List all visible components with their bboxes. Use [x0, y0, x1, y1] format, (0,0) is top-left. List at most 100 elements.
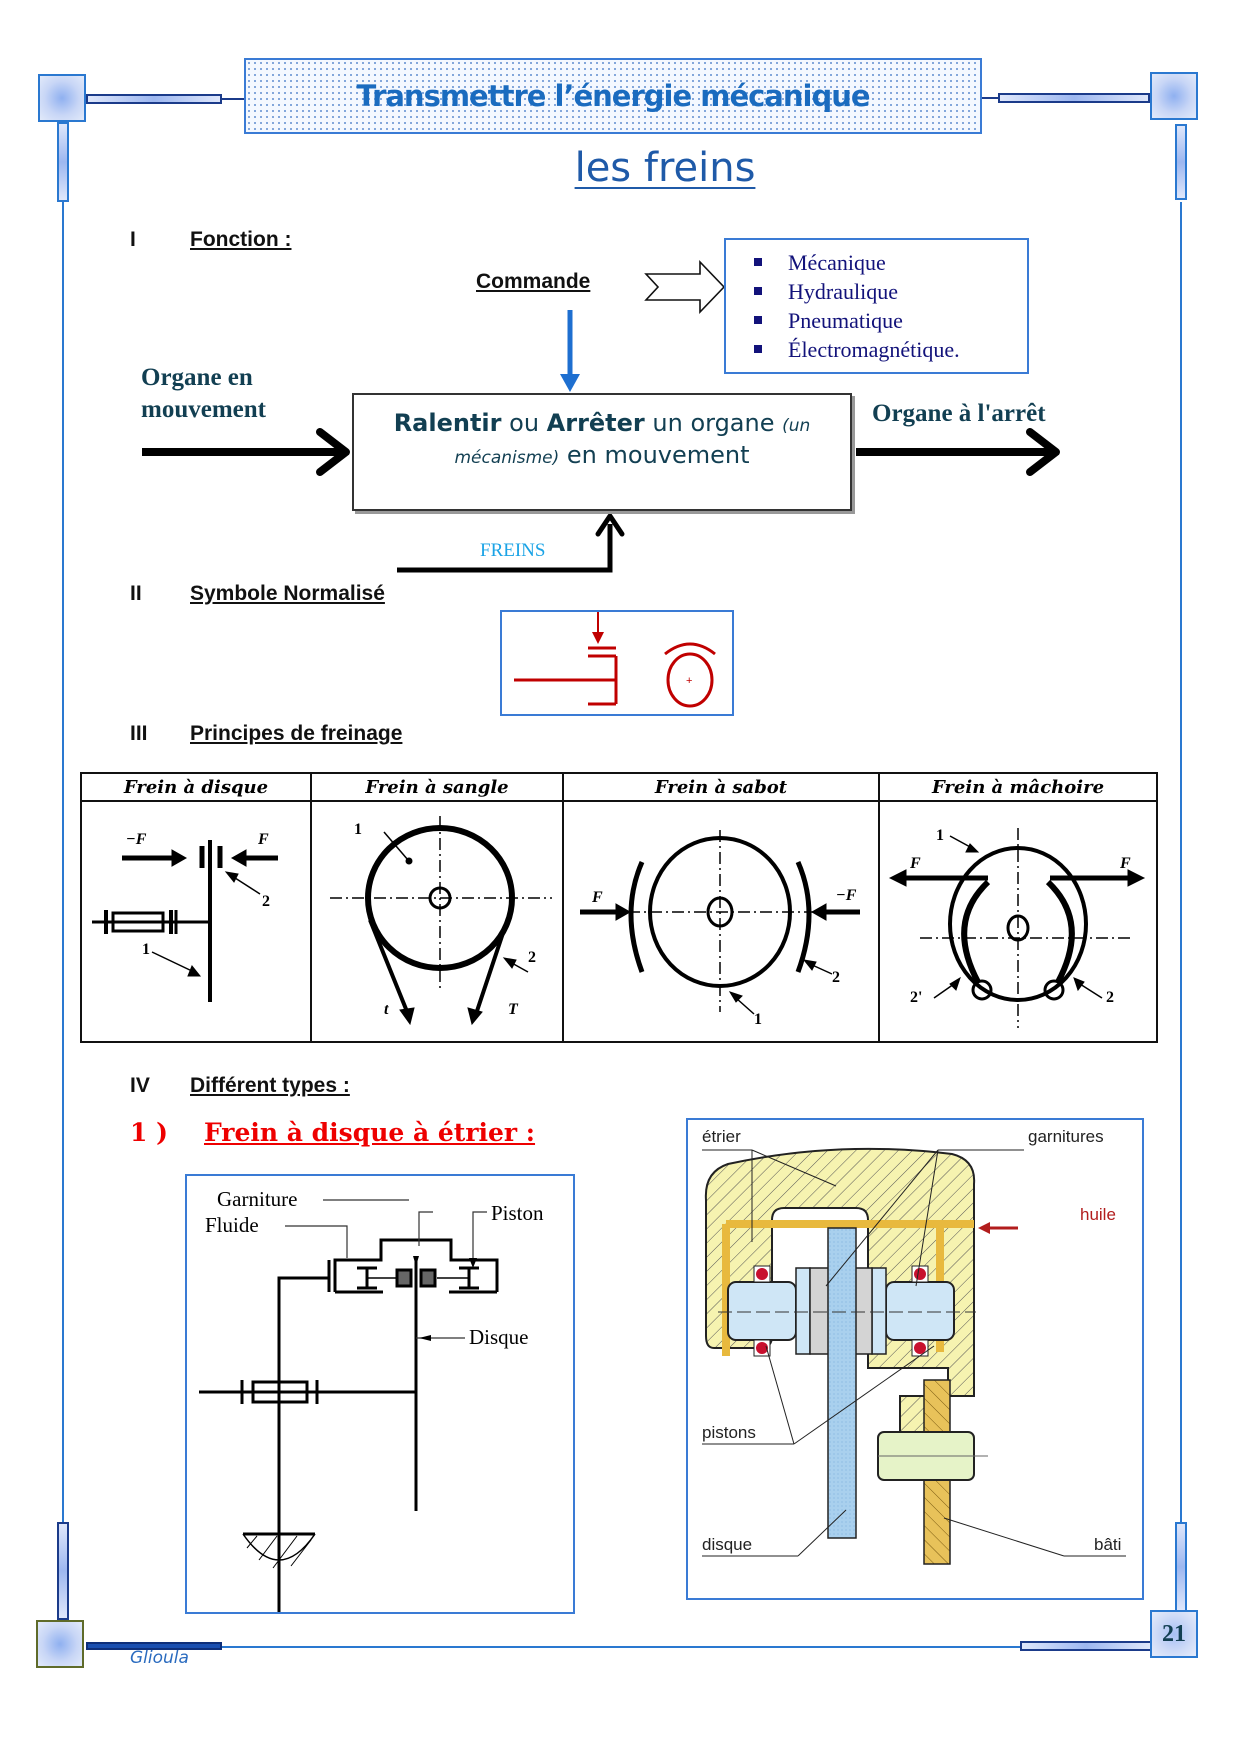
- frame-bar-right-bottom: [1175, 1522, 1187, 1612]
- svg-text:1: 1: [754, 1011, 762, 1028]
- band-brake-cell: 1 2 t T: [310, 800, 564, 1043]
- page-title-wrap: les freins: [0, 145, 1240, 191]
- table-header-row: Frein à disque Frein à sangle Frein à sa…: [80, 772, 1158, 802]
- svg-text:1: 1: [354, 821, 362, 838]
- support-arrow-shaft: [397, 524, 613, 573]
- svg-text:2: 2: [1106, 989, 1114, 1006]
- input-arrow-head: [316, 428, 350, 476]
- caliper-kinematic-schema: Garniture Fluide Piston Disque: [199, 1187, 544, 1612]
- frame-corner-top-left: [38, 74, 86, 122]
- frame-corner-bottom-left: [36, 1620, 84, 1668]
- svg-text:2': 2': [910, 989, 922, 1006]
- drum-brake-diagram: 1 F F 2' 2: [888, 827, 1146, 1028]
- brake-symbol-box: +: [500, 610, 734, 716]
- list-item: Mécanique: [754, 248, 1027, 277]
- list-item: Électromagnétique.: [754, 335, 1027, 364]
- svg-text:F: F: [591, 889, 603, 906]
- section-title: Principes de freinage: [190, 722, 403, 745]
- list-item: Hydraulique: [754, 277, 1027, 306]
- frame-bar-right-top: [1175, 124, 1187, 200]
- frame-line-bottom: [222, 1646, 1022, 1648]
- disc-brake-diagram: −F F 2 1: [92, 831, 278, 1002]
- frame-corner-top-right: [1150, 72, 1198, 120]
- svg-text:Garniture: Garniture: [217, 1187, 297, 1211]
- column-header: Frein à disque: [80, 772, 312, 802]
- svg-text:F: F: [1119, 855, 1131, 872]
- square-bullet-icon: [754, 344, 762, 353]
- section-number: II: [130, 582, 142, 605]
- output-arrow-head: [1026, 428, 1060, 476]
- frame-bar-left-bottom: [57, 1522, 69, 1620]
- frame-bar-bottom-right: [1020, 1641, 1152, 1651]
- caliper-section-drawing: étrier garnitures huile pistons disque b…: [702, 1127, 1126, 1565]
- svg-text:F: F: [909, 855, 921, 872]
- banner-title: Transmettre l’énergie mécanique: [356, 79, 870, 113]
- caliper-schema-box: Garniture Fluide Piston Disque: [185, 1174, 575, 1614]
- frame-connector: [222, 98, 244, 100]
- svg-text:2: 2: [262, 893, 270, 910]
- page-title: les freins: [574, 145, 756, 191]
- section-title: Symbole Normalisé: [190, 582, 385, 605]
- frame-connector: [982, 97, 998, 99]
- subsection-heading: 1 ) Frein à disque à étrier :: [130, 1118, 535, 1147]
- principles-table: Frein à disque Frein à sangle Frein à sa…: [80, 772, 1158, 1043]
- svg-text:t: t: [384, 1001, 389, 1018]
- column-header: Frein à sabot: [562, 772, 880, 802]
- page-number: 21: [1150, 1610, 1198, 1658]
- frame-line-left: [62, 202, 64, 1522]
- svg-text:Disque: Disque: [469, 1325, 529, 1349]
- svg-text:huile: huile: [1080, 1205, 1116, 1224]
- column-header: Frein à sangle: [310, 772, 564, 802]
- command-arrow-head: [560, 374, 580, 392]
- commande-label: Commande: [476, 270, 591, 293]
- function-box: Ralentir ou Arrêter un organe (un mécani…: [352, 393, 852, 511]
- subsection-title: Frein à disque à étrier :: [204, 1118, 536, 1147]
- banner: Transmettre l’énergie mécanique: [244, 58, 982, 134]
- svg-text:2: 2: [832, 969, 840, 986]
- column-header: Frein à mâchoire: [878, 772, 1158, 802]
- frame-bar-left-top: [57, 122, 69, 202]
- drum-brake-cell: 1 F F 2' 2: [878, 800, 1158, 1043]
- svg-text:1: 1: [142, 941, 150, 958]
- shoe-brake-cell: F −F 2 1: [562, 800, 880, 1043]
- support-arrow-head: [595, 513, 625, 537]
- section-number: I: [130, 228, 136, 251]
- section-number: III: [130, 722, 148, 745]
- svg-text:F: F: [257, 831, 269, 848]
- svg-text:1: 1: [936, 827, 944, 844]
- svg-text:Piston: Piston: [491, 1201, 544, 1225]
- brake-symbol: +: [514, 612, 716, 708]
- command-flow-diagram: [142, 260, 1060, 573]
- caliper-section-box: étrier garnitures huile pistons disque b…: [686, 1118, 1144, 1600]
- shoe-brake-diagram: F −F 2 1: [580, 830, 860, 1028]
- svg-text:disque: disque: [702, 1535, 752, 1554]
- band-brake-diagram: 1 2 t T: [330, 816, 552, 1026]
- section-title: Différent types :: [190, 1074, 350, 1097]
- support-label: FREINS: [480, 540, 546, 561]
- frame-bar-top-left: [86, 94, 222, 104]
- svg-text:pistons: pistons: [702, 1423, 756, 1442]
- table-row: −F F 2 1: [80, 800, 1158, 1043]
- subsection-number: 1 ): [130, 1118, 168, 1147]
- command-types-box: Mécanique Hydraulique Pneumatique Électr…: [724, 238, 1029, 374]
- svg-text:−F: −F: [126, 831, 147, 848]
- section-title: Fonction :: [190, 228, 292, 251]
- square-bullet-icon: [754, 315, 762, 324]
- square-bullet-icon: [754, 257, 762, 266]
- svg-text:−F: −F: [836, 887, 857, 904]
- frame-bar-bottom-left: [86, 1642, 222, 1650]
- frame-line-right: [1180, 202, 1182, 1522]
- center-cross: +: [686, 675, 692, 687]
- command-types-list: Mécanique Hydraulique Pneumatique Électr…: [726, 240, 1027, 364]
- svg-text:bâti: bâti: [1094, 1535, 1121, 1554]
- output-label: Organe à l'arrêt: [872, 400, 1046, 427]
- svg-text:garnitures: garnitures: [1028, 1127, 1104, 1146]
- disc-brake-cell: −F F 2 1: [80, 800, 312, 1043]
- svg-text:étrier: étrier: [702, 1127, 741, 1146]
- svg-text:T: T: [508, 1001, 519, 1018]
- list-item: Pneumatique: [754, 306, 1027, 335]
- frame-bar-top-right: [998, 93, 1150, 103]
- svg-text:Fluide: Fluide: [205, 1213, 259, 1237]
- square-bullet-icon: [754, 286, 762, 295]
- section-number: IV: [130, 1074, 150, 1097]
